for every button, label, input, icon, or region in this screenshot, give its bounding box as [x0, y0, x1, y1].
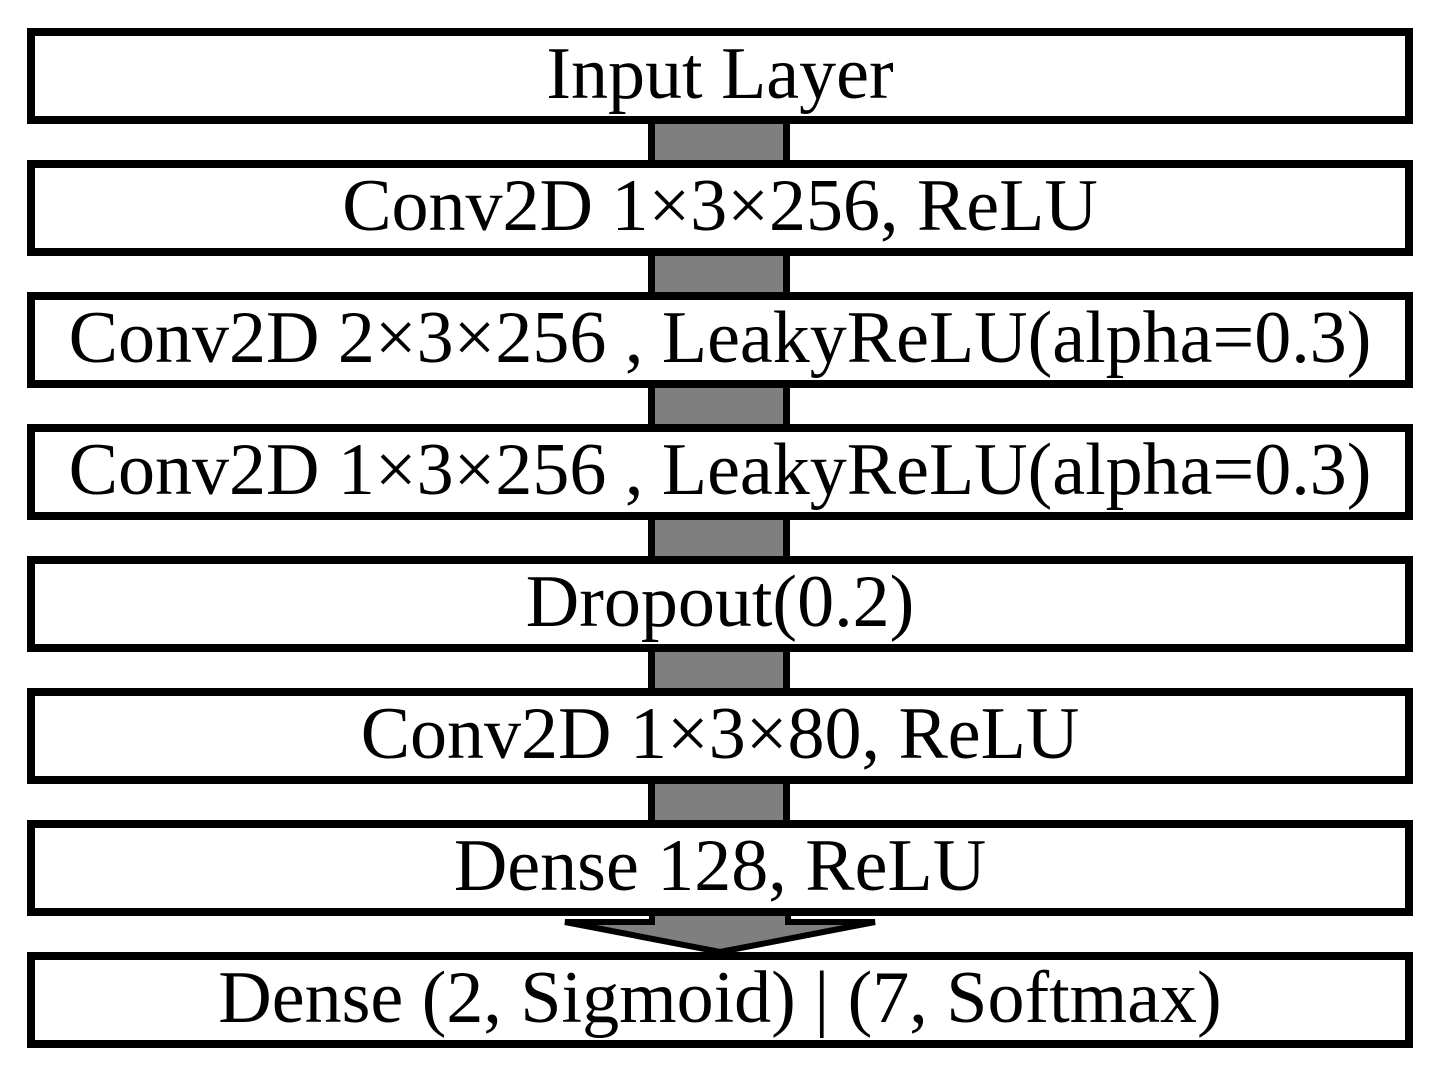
layer-box-conv2d-4: Conv2D 1×3×80, ReLU	[27, 688, 1413, 784]
layer-box-conv2d-3: Conv2D 1×3×256 , LeakyReLU(alpha=0.3)	[27, 424, 1413, 520]
layer-box-output-dense: Dense (2, Sigmoid) | (7, Softmax)	[27, 952, 1413, 1048]
layer-label-conv2d-2: Conv2D 2×3×256 , LeakyReLU(alpha=0.3)	[68, 297, 1372, 379]
flow-connector	[648, 384, 790, 428]
flow-connector	[648, 252, 790, 296]
layer-label-dense-1: Dense 128, ReLU	[453, 825, 987, 907]
layer-box-conv2d-1: Conv2D 1×3×256, ReLU	[27, 160, 1413, 256]
layer-label-conv2d-3: Conv2D 1×3×256 , LeakyReLU(alpha=0.3)	[68, 429, 1372, 511]
flow-connector	[648, 516, 790, 560]
flow-connector	[648, 120, 790, 164]
layer-box-dense-1: Dense 128, ReLU	[27, 820, 1413, 916]
layer-label-output-dense: Dense (2, Sigmoid) | (7, Softmax)	[218, 957, 1222, 1039]
layer-label-dropout: Dropout(0.2)	[525, 561, 915, 643]
layer-label-conv2d-4: Conv2D 1×3×80, ReLU	[360, 693, 1080, 775]
flow-connector	[648, 648, 790, 692]
layer-box-conv2d-2: Conv2D 2×3×256 , LeakyReLU(alpha=0.3)	[27, 292, 1413, 388]
layer-box-input: Input Layer	[27, 28, 1413, 124]
flow-connector	[648, 780, 790, 824]
layer-label-conv2d-1: Conv2D 1×3×256, ReLU	[342, 165, 1098, 247]
layer-label-input: Input Layer	[546, 33, 894, 115]
layer-box-dropout: Dropout(0.2)	[27, 556, 1413, 652]
